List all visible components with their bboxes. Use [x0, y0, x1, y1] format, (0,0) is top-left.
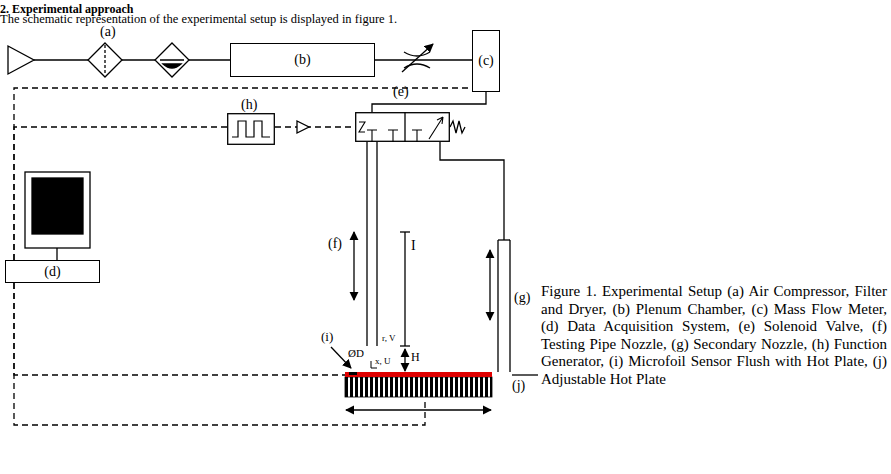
dimension-tick: [400, 345, 410, 346]
valve-divider: [404, 112, 405, 142]
length-dimension: [404, 232, 405, 346]
secondary-line: [440, 142, 504, 240]
hot-plate-surface: [345, 372, 492, 377]
solenoid-valve: (e): [355, 84, 450, 142]
monitor-frame: [25, 172, 90, 248]
dimension-tick: [400, 231, 410, 232]
dimension-label: I: [411, 238, 416, 254]
callout-label: (a): [100, 24, 116, 40]
plenum-chamber: (b): [230, 43, 375, 77]
axis-label: r, V: [382, 333, 395, 343]
compressor-symbol: [8, 46, 34, 74]
callout-label: (g): [514, 290, 530, 305]
valve-flow-arrow: [429, 117, 443, 139]
callout-label: (c): [478, 53, 494, 69]
signal-line: [275, 126, 355, 127]
heater-fins: [345, 377, 492, 397]
length-dimension: [353, 232, 354, 300]
dimension-label: H: [411, 351, 420, 365]
supply-line: [189, 59, 230, 60]
signal-line: [14, 127, 227, 260]
supply-line: [122, 59, 155, 60]
gap-dimension: [404, 349, 405, 371]
pipe-wall: [376, 142, 377, 346]
nozzle-wall: [498, 239, 510, 240]
axis-label: x, U: [375, 356, 391, 366]
callout-label: (j): [512, 378, 525, 393]
hot-plate-drawing: [345, 372, 492, 398]
intro-sentence: The schematic representation of the expe…: [0, 12, 397, 26]
callout-label: (e): [393, 84, 409, 99]
square-wave: [232, 121, 270, 137]
axis-label: x, U: [375, 356, 391, 366]
nozzle-wall: [497, 240, 498, 372]
intro-sentence: The schematic representation of the expe…: [0, 12, 397, 26]
callout-label: (d): [44, 264, 60, 280]
supply-line: [34, 59, 88, 60]
mass-flow-meter: (c): [472, 30, 500, 92]
callout-label: (b): [294, 52, 310, 68]
generator-outline: [227, 113, 275, 145]
nozzle-wall: [509, 240, 510, 372]
air-line: [375, 59, 472, 60]
valve-outline: [355, 112, 450, 142]
dryer-symbol: [155, 43, 189, 77]
function-generator: (h): [227, 98, 275, 145]
data-acquisition-box: (d): [5, 260, 100, 283]
hot-plate: (j): [345, 372, 535, 398]
amplifier-symbol: [297, 121, 309, 133]
callout-label: (i): [321, 329, 333, 344]
valve-spring: [450, 121, 465, 133]
callout-label: (a): [100, 24, 116, 39]
restrictor-arrow: [402, 44, 433, 72]
pipe-wall: [366, 142, 367, 346]
figure-caption: Figure 1. Experimental Setup (a) Air Com…: [541, 283, 887, 388]
restrictor-symbol: [404, 52, 430, 68]
callout-label: (f): [328, 236, 342, 251]
width-dimension: [346, 409, 491, 410]
callout-label: (i): [321, 330, 333, 345]
length-dimension: [489, 250, 490, 320]
generator-box: [228, 114, 275, 145]
microfoil-sensor: [349, 372, 357, 375]
dimension-label: I: [411, 238, 416, 253]
filter-symbol: [88, 43, 122, 77]
monitor-stand: [56, 248, 57, 260]
dryer-element: [160, 60, 184, 68]
diameter-label: ØD: [348, 347, 364, 359]
signal-line: [14, 88, 472, 260]
callout-label: (f): [328, 236, 342, 252]
axis-label: r, V: [382, 333, 395, 343]
dimension-label: H: [411, 350, 420, 364]
valve-ports: [359, 122, 422, 142]
valve-body: [356, 113, 450, 142]
air-line: [372, 92, 486, 112]
signal-line: [14, 283, 425, 425]
callout-label: (g): [514, 290, 530, 306]
nozzle-outlet: [512, 374, 538, 375]
monitor-screen: [32, 178, 83, 234]
diameter-label: ØD: [348, 347, 364, 360]
signal-line: [14, 283, 345, 375]
figure-caption: Figure 1. Experimental Setup (a) Air Com…: [541, 283, 887, 387]
callout-label: (h): [241, 97, 257, 112]
filter-element: [104, 45, 105, 75]
